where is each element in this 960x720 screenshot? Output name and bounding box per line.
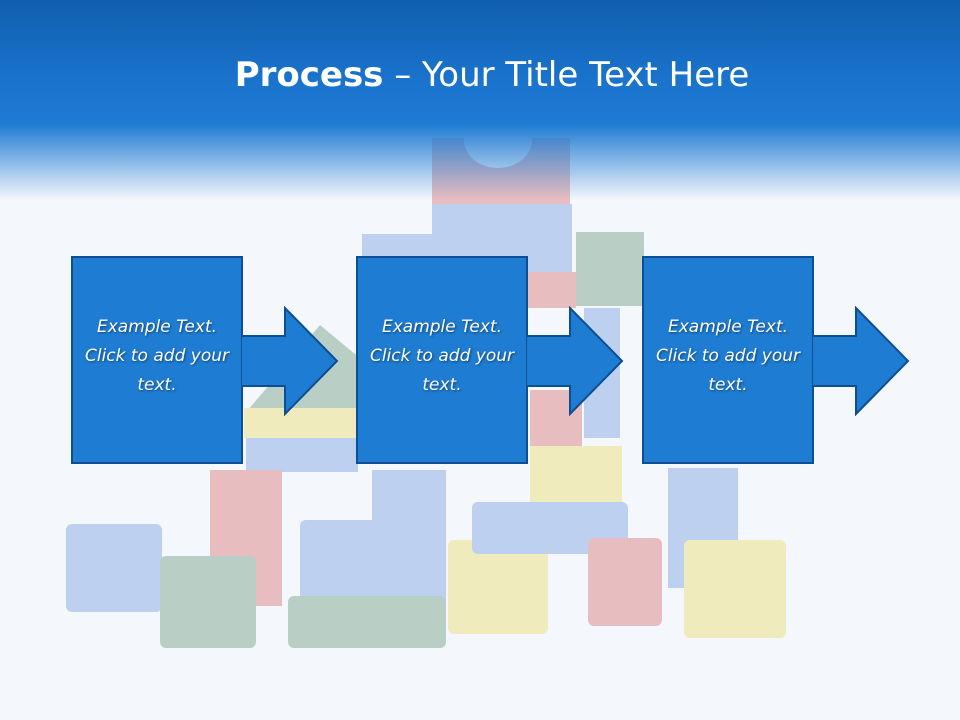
step-box[interactable]: Example Text. Click to add your text. xyxy=(642,256,814,464)
title-bar xyxy=(0,0,960,200)
step-box[interactable]: Example Text. Click to add your text. xyxy=(71,256,243,464)
step-text[interactable]: Example Text. Click to add your text. xyxy=(84,317,229,395)
step-text[interactable]: Example Text. Click to add your text. xyxy=(369,317,514,395)
title-bold-part: Process xyxy=(234,55,384,95)
slide-title[interactable]: Process – Your Title Text Here xyxy=(0,52,960,98)
right-arrow-icon xyxy=(241,306,339,416)
step-text[interactable]: Example Text. Click to add your text. xyxy=(655,317,800,395)
right-arrow-icon xyxy=(812,306,910,416)
right-arrow-icon xyxy=(526,306,624,416)
step-box[interactable]: Example Text. Click to add your text. xyxy=(356,256,528,464)
title-text-part: – Your Title Text Here xyxy=(383,55,750,95)
